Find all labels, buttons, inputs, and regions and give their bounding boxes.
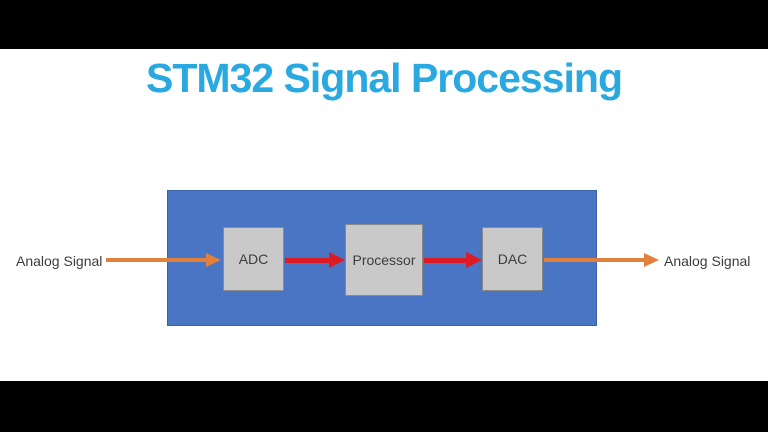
arrow-shaft bbox=[544, 257, 644, 262]
letterbox-bottom-bar bbox=[0, 381, 768, 432]
input-signal-arrow bbox=[106, 252, 221, 267]
block-adc: ADC bbox=[223, 227, 284, 291]
arrow-shaft bbox=[106, 257, 206, 262]
output-signal-label: Analog Signal bbox=[664, 253, 751, 269]
block-dac: DAC bbox=[482, 227, 543, 291]
block-processor-label: Processor bbox=[352, 252, 416, 268]
adc-to-processor-arrow bbox=[285, 252, 345, 268]
output-signal-arrow bbox=[544, 252, 659, 267]
arrow-head-icon bbox=[329, 252, 345, 268]
block-dac-label: DAC bbox=[497, 251, 528, 267]
block-processor: Processor bbox=[345, 224, 423, 296]
letterbox-top-bar bbox=[0, 0, 768, 49]
arrow-head-icon bbox=[644, 252, 659, 267]
processor-to-dac-arrow bbox=[424, 252, 482, 268]
arrow-shaft bbox=[424, 257, 466, 263]
page-title: STM32 Signal Processing bbox=[146, 55, 623, 101]
arrow-head-icon bbox=[206, 252, 221, 267]
input-signal-label: Analog Signal bbox=[16, 253, 103, 269]
arrow-head-icon bbox=[466, 252, 482, 268]
arrow-shaft bbox=[285, 257, 329, 263]
block-adc-label: ADC bbox=[238, 251, 269, 267]
